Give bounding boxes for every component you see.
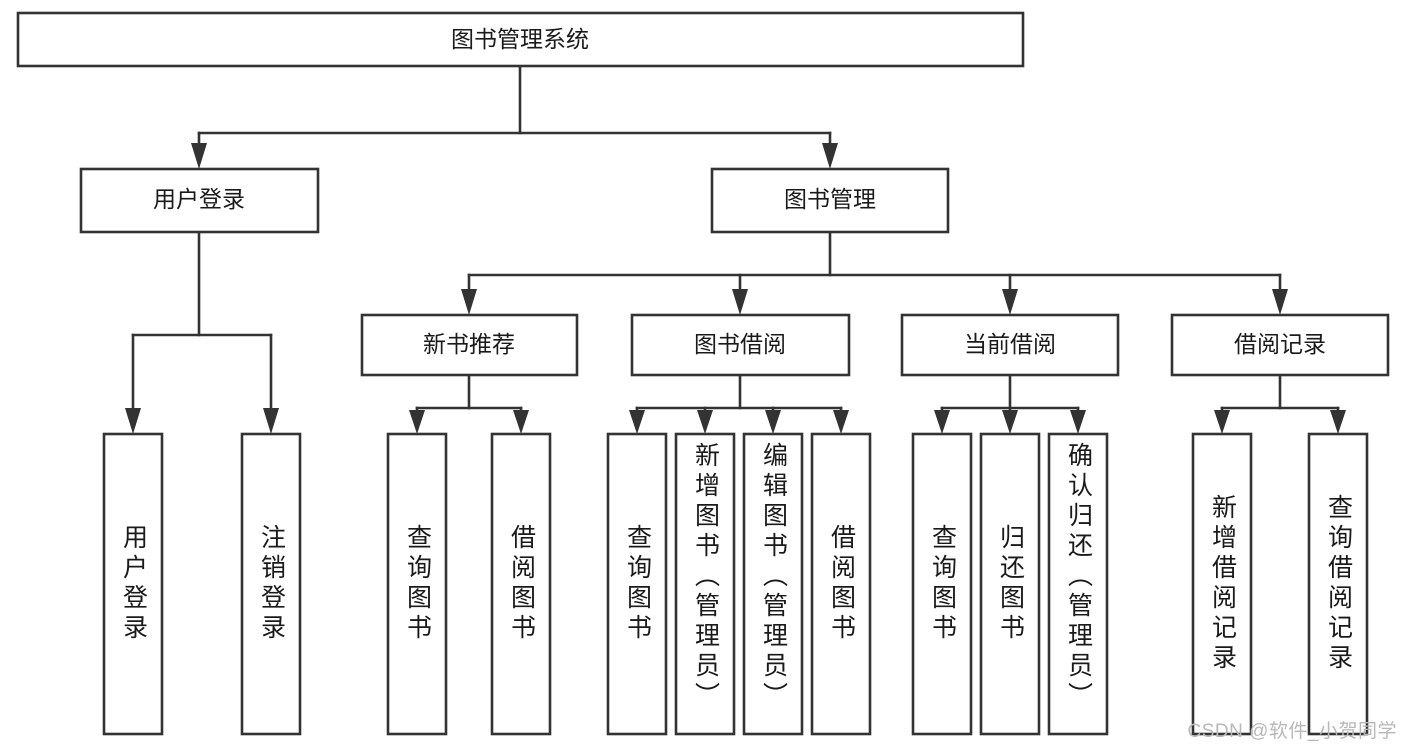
leaf-boxes-book-borrow [606,432,872,736]
arrow-book-borrow-leaf-1 [629,410,645,434]
leaf-box-current-borrow-1[interactable] [911,432,973,736]
arrow-book-mgmt-new-book [461,289,477,315]
leaf-box-user-login-1[interactable] [102,432,164,736]
leaf-boxes-borrow-record [1191,432,1369,736]
leaf-box-borrow-record-1[interactable] [1191,432,1253,736]
arrow-book-mgmt-current [1002,289,1018,315]
arrow-current-borrow-leaf-2 [1002,410,1018,434]
connector-group-user-login [125,230,279,434]
arrow-user-login-leaf-2 [263,408,279,434]
node-current-borrow-box[interactable] [900,313,1120,377]
leaf-boxes-new-book [386,432,552,736]
leaf-boxes-user-login [102,432,302,736]
leaf-box-current-borrow-3[interactable] [1047,432,1109,736]
node-book-management[interactable]: 图书管理 [710,167,950,234]
watermark-text: CSDN @软件_小贺同学 [1187,721,1397,742]
arrow-book-borrow-leaf-4 [833,410,849,434]
connector-group-borrow-record [1214,373,1346,434]
leaf-box-book-borrow-4[interactable] [810,432,872,736]
arrow-borrow-record-leaf-1 [1214,410,1230,434]
arrow-borrow-record-leaf-2 [1330,410,1346,434]
connector-group-current-borrow [934,373,1086,434]
arrow-book-mgmt-borrow [732,289,748,315]
leaf-box-current-borrow-2[interactable] [979,432,1041,736]
connector-group-book-borrow [629,373,849,434]
node-new-book-recommend[interactable]: 新书推荐 [360,313,579,377]
leaf-boxes-current-borrow [911,432,1109,736]
node-book-borrow[interactable]: 图书借阅 [630,313,851,377]
leaf-box-book-borrow-2[interactable] [674,432,736,736]
arrow-current-borrow-leaf-3 [1070,410,1086,434]
arrow-root-to-book-mgmt [822,143,838,169]
node-book-management-label: 图书管理 [784,186,876,212]
node-current-borrow-label: 当前借阅 [964,331,1056,357]
node-root-box[interactable] [16,11,1025,68]
leaf-box-borrow-record-2[interactable] [1307,432,1369,736]
node-borrow-record[interactable]: 借阅记录 [1170,313,1390,377]
node-book-borrow-label: 图书借阅 [694,331,786,357]
connector-group-book-mgmt [461,230,1288,315]
leaf-box-book-borrow-1[interactable] [606,432,668,736]
arrow-book-borrow-leaf-2 [697,410,713,434]
node-new-book-recommend-box[interactable] [360,313,579,377]
arrow-book-mgmt-record [1272,289,1288,315]
connector-group-root [191,64,838,169]
leaf-box-user-login-2[interactable] [240,432,302,736]
arrow-current-borrow-leaf-1 [934,410,950,434]
node-borrow-record-box[interactable] [1170,313,1390,377]
node-root-label: 图书管理系统 [451,26,589,52]
node-book-borrow-box[interactable] [630,313,851,377]
node-book-management-box[interactable] [710,167,950,234]
arrow-new-book-leaf-1 [409,410,425,434]
connector-group-new-book [409,373,529,434]
node-user-login-label: 用户登录 [153,186,245,212]
node-user-login-box[interactable] [79,167,320,234]
node-root[interactable]: 图书管理系统 [16,11,1025,68]
node-current-borrow[interactable]: 当前借阅 [900,313,1120,377]
node-borrow-record-label: 借阅记录 [1234,331,1326,357]
node-new-book-recommend-label: 新书推荐 [423,331,515,357]
leaf-box-book-borrow-3[interactable] [742,432,804,736]
leaf-box-new-book-1[interactable] [386,432,448,736]
arrow-book-borrow-leaf-3 [765,410,781,434]
node-user-login[interactable]: 用户登录 [79,167,320,234]
arrow-new-book-leaf-2 [513,410,529,434]
arrow-user-login-leaf-1 [125,408,141,434]
leaf-box-new-book-2[interactable] [490,432,552,736]
arrow-root-to-user-login [191,143,207,169]
